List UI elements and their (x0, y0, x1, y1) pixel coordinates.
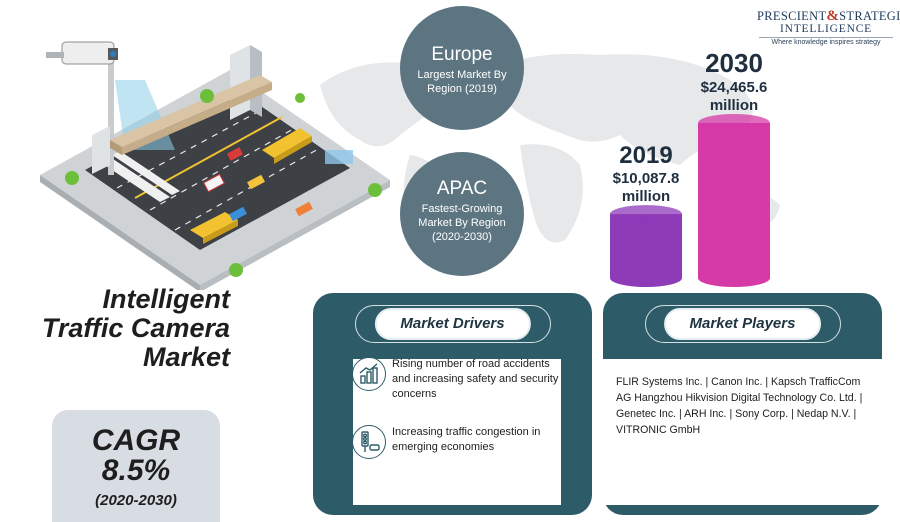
driver-text: Increasing traffic congestion in emergin… (392, 426, 541, 453)
tree (229, 263, 243, 277)
logo-tagline: Where knowledge inspires strategy (771, 39, 881, 46)
bar-value-label: $10,087.8 (613, 170, 680, 187)
heading-pill-outline (644, 305, 841, 343)
bus-stop (325, 150, 353, 164)
bar-2019 (610, 205, 682, 287)
region-name: APAC (436, 178, 488, 199)
bar-value-label: $24,465.6 (701, 79, 768, 96)
bar-growth-icon (352, 357, 386, 391)
bar-value-label: million (622, 188, 670, 205)
market-players-panel: Market Players (603, 293, 882, 515)
car-white (203, 173, 225, 193)
bar-cap (610, 205, 682, 224)
bar-year-label: 2019 (619, 142, 672, 169)
bus-yellow (262, 128, 312, 164)
region-description: Fastest-Growing Market By Region (2020-2… (418, 203, 506, 243)
cagr-period: (2020-2030) (95, 492, 177, 509)
tree (65, 171, 79, 185)
car-yellow (247, 174, 265, 190)
driver-text: Rising number of road accidents and incr… (392, 358, 559, 400)
market-drivers-panel: Market Drivers (313, 293, 592, 515)
region-description: Largest Market By Region (2019) (417, 69, 507, 95)
market-players-list: FLIR Systems Inc. | Canon Inc. | Kapsch … (616, 376, 863, 436)
market-players-heading: Market Players (663, 308, 822, 340)
bar-cap (698, 114, 770, 132)
car-red (226, 147, 244, 161)
players-content-area (603, 359, 882, 505)
cagr-label: CAGR (91, 424, 181, 457)
traffic-camera-icon (46, 41, 118, 65)
traffic-light-car-icon (352, 425, 386, 459)
logo-divider (759, 37, 893, 38)
report-title-text: Intelligent Traffic Camera Market (41, 284, 230, 372)
pedestrian-bridge (110, 75, 272, 147)
logo-line-1: PRESCIENT&STRATEGIC (757, 8, 900, 24)
market-drivers-heading: Market Drivers (374, 308, 531, 340)
bar-body (698, 123, 770, 287)
driver-item: Rising number of road accidents and incr… (352, 357, 562, 402)
tree (368, 183, 382, 197)
bar-body (610, 214, 682, 287)
bar-2030 (698, 114, 770, 287)
car-blue (229, 206, 247, 222)
region-europe-circle: Europe Largest Market By Region (2019) (400, 6, 524, 130)
region-apac-circle: APAC Fastest-Growing Market By Region (2… (400, 152, 524, 276)
camera-pole (108, 50, 114, 175)
tree (295, 93, 305, 103)
logo-line-2: INTELLIGENCE (780, 23, 872, 35)
bar-year-label: 2030 (705, 50, 763, 78)
traffic-scene-illustration (40, 41, 390, 290)
company-logo: PRESCIENT&STRATEGIC INTELLIGENCE Where k… (757, 8, 900, 46)
driver-item: Increasing traffic congestion in emergin… (352, 425, 562, 459)
drivers-content-area (353, 359, 561, 505)
region-name: Europe (431, 44, 493, 65)
bus-yellow-2 (190, 212, 238, 244)
cagr-value: 8.5% (101, 454, 171, 487)
tree (200, 89, 214, 103)
bar-value-label: million (710, 97, 758, 114)
heading-pill-outline (354, 305, 551, 343)
report-title: Intelligent Traffic Camera Market (40, 285, 230, 372)
car-orange (295, 201, 313, 217)
cagr-box: CAGR 8.5% (2020-2030) (52, 410, 220, 522)
